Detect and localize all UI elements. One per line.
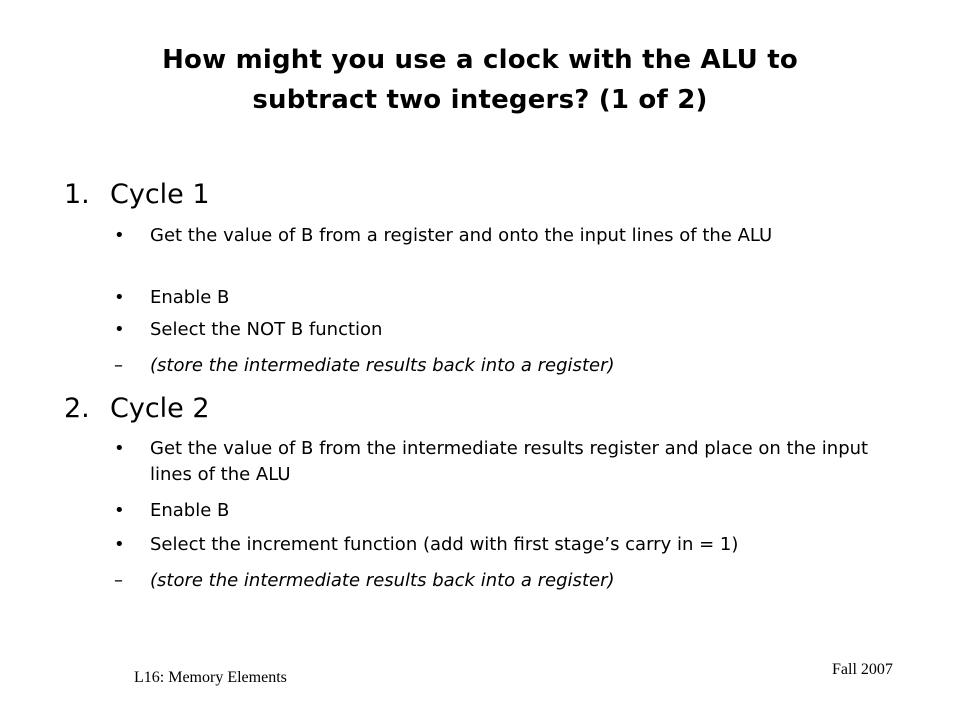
dash-mark: – xyxy=(114,570,123,591)
cycle-1-note: – (store the intermediate results back in… xyxy=(114,353,615,379)
slide-title-line-2: subtract two integers? (1 of 2) xyxy=(252,85,708,115)
bullet-mark: • xyxy=(114,319,125,340)
cycle-1-bullet-1: • Get the value of B from a register and… xyxy=(114,223,884,249)
cycle-2-title: Cycle 2 xyxy=(110,393,210,424)
cycle-2-note-text: (store the intermediate results back int… xyxy=(150,570,615,591)
slide-title: How might you use a clock with the ALU t… xyxy=(80,40,880,120)
cycle-1-title: Cycle 1 xyxy=(110,179,210,210)
cycle-1-heading: 1. Cycle 1 xyxy=(64,178,210,212)
cycle-1-note-text: (store the intermediate results back int… xyxy=(150,355,615,376)
bullet-mark: • xyxy=(114,534,125,555)
footer-term-label: Fall 2007 xyxy=(832,661,893,678)
cycle-2-bullet-2-text: Enable B xyxy=(150,500,230,521)
cycle-2-heading: 2. Cycle 2 xyxy=(64,392,210,426)
cycle-1-bullet-1-text: Get the value of B from a register and o… xyxy=(150,225,773,246)
bullet-mark: • xyxy=(114,500,125,521)
cycle-1-bullet-2: • Enable B xyxy=(114,285,884,311)
cycle-1-number: 1. xyxy=(64,179,90,210)
cycle-2-bullet-1: • Get the value of B from the intermedia… xyxy=(114,436,884,488)
cycle-1-bullet-3: • Select the NOT B function xyxy=(114,317,884,343)
dash-mark: – xyxy=(114,355,123,376)
cycle-1-bullet-2-text: Enable B xyxy=(150,287,230,308)
bullet-mark: • xyxy=(114,287,125,308)
cycle-2-bullet-3-text: Select the increment function (add with … xyxy=(150,534,739,555)
bullet-mark: • xyxy=(114,438,125,459)
cycle-2-note: – (store the intermediate results back in… xyxy=(114,568,615,594)
cycle-1-bullet-3-text: Select the NOT B function xyxy=(150,319,383,340)
bullet-mark: • xyxy=(114,225,125,246)
cycle-2-bullet-1-text: Get the value of B from the intermediate… xyxy=(150,438,869,485)
cycle-2-bullet-3: • Select the increment function (add wit… xyxy=(114,532,884,558)
slide-title-line-1: How might you use a clock with the ALU t… xyxy=(162,45,798,75)
cycle-2-number: 2. xyxy=(64,393,90,424)
cycle-2-bullet-2: • Enable B xyxy=(114,498,884,524)
footer-course-label: L16: Memory Elements xyxy=(134,669,287,686)
